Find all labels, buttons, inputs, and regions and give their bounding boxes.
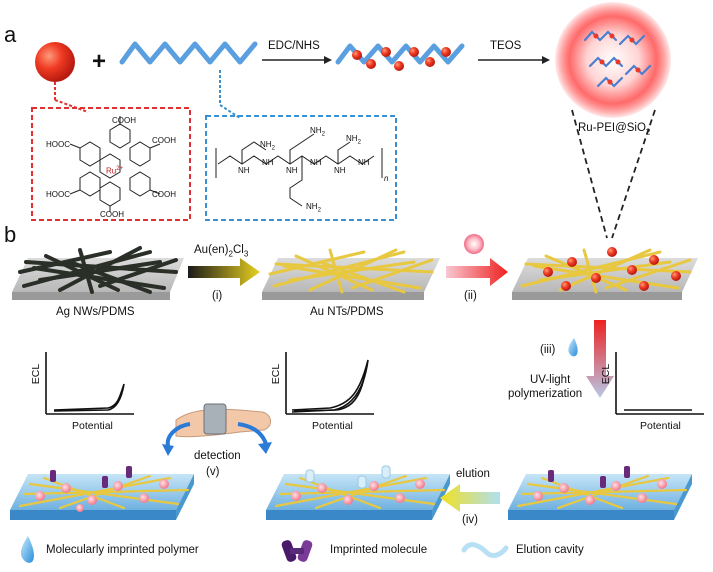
potential-x-label-1: Potential bbox=[72, 420, 113, 432]
reagent-label: Au(en)2Cl3 bbox=[194, 244, 249, 259]
ru-center: Ru2+ bbox=[106, 166, 124, 176]
ru-group-4: HOOC bbox=[46, 190, 70, 199]
legend-molecule-label: Imprinted molecule bbox=[330, 544, 428, 556]
uv-line-2: polymerization bbox=[508, 388, 583, 400]
pei-nh2-2: NH2 bbox=[310, 126, 325, 138]
panel-b-label: b bbox=[4, 222, 17, 247]
potential-x-label-3: Potential bbox=[640, 420, 681, 432]
ecl-chart-3 bbox=[615, 352, 704, 415]
uv-line-1: UV-light bbox=[530, 374, 571, 386]
step-v-label: (v) bbox=[206, 466, 220, 478]
ru-group-6: COOH bbox=[100, 210, 124, 219]
au-nts-plate bbox=[262, 248, 440, 300]
potential-x-label-2: Potential bbox=[312, 420, 353, 432]
pei-chain bbox=[119, 41, 258, 65]
loaded-plate bbox=[512, 247, 698, 300]
ag-nws-label: Ag NWs/PDMS bbox=[56, 306, 135, 318]
arrow-step-iii bbox=[586, 320, 614, 398]
molecule-icon bbox=[281, 540, 313, 562]
ecl-chart-1 bbox=[45, 352, 134, 415]
ag-nws-plate bbox=[12, 246, 184, 300]
ru-group-5: COOH bbox=[152, 190, 176, 199]
ecl-y-label-3: ECL bbox=[600, 363, 613, 385]
elution-label: elution bbox=[456, 468, 490, 480]
au-nts-label: Au NTs/PDMS bbox=[310, 306, 384, 318]
legend-cavity-label: Elution cavity bbox=[516, 544, 584, 556]
wrist-wearable bbox=[162, 403, 272, 456]
step-ii-label: (ii) bbox=[464, 290, 477, 302]
ru-group-3: COOH bbox=[152, 136, 176, 145]
step-iv-label: (iv) bbox=[462, 514, 478, 526]
panel-a-graphics bbox=[31, 2, 671, 239]
mip-droplet-small bbox=[568, 338, 578, 357]
pei-nh2-3: NH2 bbox=[346, 134, 361, 146]
arrow-step-iv bbox=[440, 484, 500, 512]
mip-box-polymerized bbox=[508, 466, 692, 520]
pei-nh-1: NH bbox=[238, 166, 250, 175]
step-edc-nhs: EDC/NHS bbox=[268, 40, 320, 52]
legend-mip-label: Molecularly imprinted polymer bbox=[46, 544, 199, 556]
detection-label: detection bbox=[194, 450, 241, 462]
mip-box-detect bbox=[10, 466, 194, 520]
pei-nh-4: NH bbox=[310, 158, 322, 167]
pei-structure bbox=[215, 133, 383, 207]
ecl-y-label-1: ECL bbox=[30, 363, 43, 385]
step-i-label: (i) bbox=[212, 290, 223, 302]
pei-nh-6: NH bbox=[358, 158, 370, 167]
mip-box-elution bbox=[266, 465, 450, 520]
ru-group-2: HOOC bbox=[46, 140, 70, 149]
panel-a-label: a bbox=[4, 22, 17, 47]
pei-nh-5: NH bbox=[334, 166, 346, 175]
ru-structure-box bbox=[31, 107, 191, 221]
cavity-icon bbox=[461, 542, 509, 558]
ru-group-1: COOH bbox=[112, 116, 136, 125]
plus-sign: + bbox=[92, 48, 107, 75]
pei-nh2-1: NH2 bbox=[260, 140, 275, 152]
small-ru-sphere bbox=[464, 234, 484, 254]
pei-nh2-4: NH2 bbox=[306, 202, 321, 214]
droplet-icon bbox=[20, 536, 34, 563]
arrow-step-i bbox=[188, 258, 260, 286]
pei-structure-box bbox=[205, 115, 397, 221]
pei-nh-3: NH bbox=[286, 166, 298, 175]
step-iii-label: (iii) bbox=[540, 344, 556, 356]
ru-pei-sio2-label: Ru-PEI@SiO2 bbox=[578, 122, 651, 137]
ecl-y-label-2: ECL bbox=[270, 363, 283, 385]
ecl-chart-2 bbox=[285, 352, 374, 415]
ru-complex-sphere bbox=[35, 42, 75, 82]
arrow-step-ii bbox=[446, 258, 508, 286]
step-teos: TEOS bbox=[490, 40, 522, 52]
ru-structure bbox=[69, 116, 161, 212]
pei-nh-2: NH bbox=[262, 158, 274, 167]
conjugate-ru-beads bbox=[352, 47, 451, 71]
pei-subscript-n: n bbox=[384, 174, 389, 183]
